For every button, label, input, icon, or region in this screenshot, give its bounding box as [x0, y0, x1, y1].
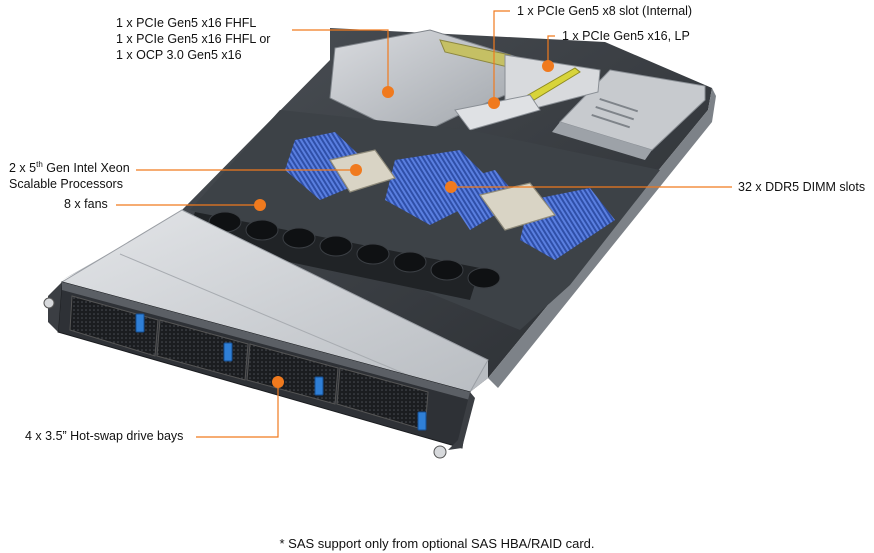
chassis-right-wall: [488, 88, 716, 388]
label-cpu-suffix: Gen Intel Xeon: [42, 161, 130, 175]
thumbscrew-left: [43, 297, 55, 309]
front-panel-edge: [62, 282, 470, 400]
server-chassis-illustration: [43, 28, 716, 459]
thumbscrew-right: [433, 445, 447, 459]
footnote: * SAS support only from optional SAS HBA…: [279, 536, 595, 551]
label-ocp: 1 x OCP 3.0 Gen5 x16: [116, 48, 242, 62]
label-pcie-x16-lp: 1 x PCIe Gen5 x16, LP: [562, 29, 690, 43]
line-pcie-lp: [547, 35, 555, 66]
dimm-bank-3: [440, 170, 520, 230]
label-cpu-line1: 2 x 5th Gen Intel Xeon: [9, 160, 130, 176]
fan-row: [185, 211, 501, 300]
callout-lines: [116, 10, 732, 438]
rack-ear-left: [48, 282, 62, 332]
drive-latch-4: [417, 411, 427, 431]
drive-latch-3: [314, 376, 324, 396]
rack-ear-right: [448, 392, 475, 450]
label-dimm: 32 x DDR5 DIMM slots: [738, 180, 866, 194]
cpu-socket-1: [329, 149, 396, 193]
drive-latch-1: [135, 313, 145, 333]
label-cpu-sup: th: [36, 160, 43, 169]
callout-dot-icon: [272, 376, 284, 388]
label-drive-bays: 4 x 3.5” Hot-swap drive bays: [25, 429, 184, 443]
label-cpu-prefix: 2 x 5: [9, 161, 37, 175]
line-drive-bays: [196, 382, 279, 438]
internal-slot: [454, 94, 541, 131]
label-pcie-fhfl-1: 1 x PCIe Gen5 x16 FHFL: [116, 16, 257, 30]
callout-dot-icon: [254, 199, 266, 211]
label-cpu-line2: Scalable Processors: [9, 177, 123, 191]
label-fans: 8 x fans: [64, 197, 108, 211]
callout-dot-icon: [350, 164, 362, 176]
drive-latch-2: [223, 342, 233, 362]
line-pcie-x8: [493, 10, 510, 102]
callout-dot-icon: [488, 97, 500, 109]
label-pcie-x8-internal: 1 x PCIe Gen5 x8 slot (Internal): [517, 4, 693, 18]
callout-dot-icon: [445, 181, 457, 193]
label-pcie-fhfl-2: 1 x PCIe Gen5 x16 FHFL or: [116, 32, 271, 46]
line-pcie-fhfl: [292, 29, 389, 92]
callout-dots: [254, 60, 554, 388]
psu-bay-2: [552, 122, 652, 160]
callout-dot-icon: [542, 60, 554, 72]
callout-dot-icon: [382, 86, 394, 98]
